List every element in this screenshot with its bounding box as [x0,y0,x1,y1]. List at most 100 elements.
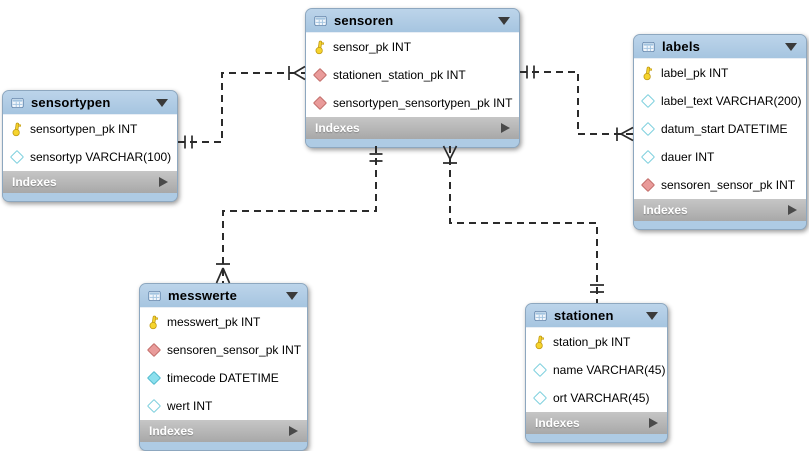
table-title: messwerte [168,288,238,303]
field-row[interactable]: sensortypen_pk INT [3,115,177,143]
field-label: wert INT [167,399,213,413]
table-icon [11,95,24,110]
field-label: datum_start DATETIME [661,122,788,136]
field-label: sensortypen_pk INT [30,122,138,136]
relationship-sensoren-labels[interactable] [520,65,634,142]
field-row[interactable]: timecode DATETIME [140,364,307,392]
expand-arrow-icon[interactable] [289,426,298,436]
table-messwerte[interactable]: messwerte messwert_pk INT sensoren_senso… [139,283,308,451]
table-icon [642,39,655,54]
field-label: label_text VARCHAR(200) [661,94,802,108]
indexes-label: Indexes [535,416,580,430]
field-label: sensor_pk INT [333,40,412,54]
indexes-label: Indexes [315,121,360,135]
indexes-label: Indexes [643,203,688,217]
foreign-key-icon [146,342,161,358]
table-stationen[interactable]: stationen station_pk INT name VARCHAR(45… [525,303,668,443]
table-title: stationen [554,308,614,323]
primary-key-icon [641,66,654,81]
field-row[interactable]: label_text VARCHAR(200) [634,87,806,115]
column-icon [640,149,655,165]
expand-arrow-icon[interactable] [788,205,797,215]
field-row[interactable]: stationen_station_pk INT [306,61,519,89]
foreign-key-icon [312,95,327,111]
table-header[interactable]: stationen [526,304,667,328]
field-label: sensortyp VARCHAR(100) [30,150,172,164]
table-bottom-strip [526,434,667,442]
field-label: ort VARCHAR(45) [553,391,650,405]
field-label: label_pk INT [661,66,729,80]
indexes-label: Indexes [149,424,194,438]
field-row[interactable]: sensoren_sensor_pk INT [140,336,307,364]
indexes-bar[interactable]: Indexes [634,199,806,221]
table-icon [534,308,547,323]
column-icon [146,398,161,414]
primary-key-icon [147,315,160,330]
field-row[interactable]: messwert_pk INT [140,308,307,336]
collapse-arrow-icon[interactable] [156,98,168,107]
table-icon [148,288,161,303]
indexes-bar[interactable]: Indexes [306,117,519,139]
expand-arrow-icon[interactable] [159,177,168,187]
table-bottom-strip [634,221,806,229]
column-icon [532,390,547,406]
field-row[interactable]: station_pk INT [526,328,667,356]
collapse-arrow-icon[interactable] [646,311,658,320]
table-labels[interactable]: labels label_pk INT label_text VARCHAR(2… [633,34,807,230]
collapse-arrow-icon[interactable] [286,291,298,300]
field-row[interactable]: label_pk INT [634,59,806,87]
primary-key-icon [533,335,546,350]
relationship-sensoren-messwerte[interactable] [215,146,383,284]
column-icon [640,93,655,109]
field-label: name VARCHAR(45) [553,363,666,377]
field-label: messwert_pk INT [167,315,261,329]
relationship-sensortypen-sensoren[interactable] [178,65,306,149]
foreign-key-icon [312,67,327,83]
table-header[interactable]: labels [634,35,806,59]
collapse-arrow-icon[interactable] [498,16,510,25]
field-label: station_pk INT [553,335,631,349]
table-sensoren[interactable]: sensoren sensor_pk INT stationen_station… [305,8,520,148]
column-icon [532,362,547,378]
indexes-bar[interactable]: Indexes [140,420,307,442]
table-title: labels [662,39,701,54]
table-icon [314,13,327,28]
column-icon [146,370,161,386]
field-label: stationen_station_pk INT [333,68,466,82]
field-row[interactable]: sensortypen_sensortypen_pk INT [306,89,519,117]
table-title: sensoren [334,13,394,28]
table-bottom-strip [306,139,519,147]
field-row[interactable]: sensortyp VARCHAR(100) [3,143,177,171]
column-icon [9,149,24,165]
table-title: sensortypen [31,95,111,110]
expand-arrow-icon[interactable] [649,418,658,428]
table-header[interactable]: sensoren [306,9,519,33]
table-sensortypen[interactable]: sensortypen sensortypen_pk INT sensortyp… [2,90,178,202]
field-row[interactable]: sensor_pk INT [306,33,519,61]
field-row[interactable]: dauer INT [634,143,806,171]
table-header[interactable]: sensortypen [3,91,177,115]
table-bottom-strip [3,193,177,201]
field-label: timecode DATETIME [167,371,279,385]
field-label: sensoren_sensor_pk INT [167,343,302,357]
field-row[interactable]: wert INT [140,392,307,420]
primary-key-icon [313,40,326,55]
column-icon [640,121,655,137]
field-label: sensortypen_sensortypen_pk INT [333,96,513,110]
field-row[interactable]: datum_start DATETIME [634,115,806,143]
relationship-stationen-sensoren[interactable] [442,145,604,303]
indexes-label: Indexes [12,175,57,189]
field-row[interactable]: name VARCHAR(45) [526,356,667,384]
collapse-arrow-icon[interactable] [785,42,797,51]
indexes-bar[interactable]: Indexes [3,171,177,193]
expand-arrow-icon[interactable] [501,123,510,133]
primary-key-icon [10,122,23,137]
field-row[interactable]: ort VARCHAR(45) [526,384,667,412]
field-row[interactable]: sensoren_sensor_pk INT [634,171,806,199]
foreign-key-icon [640,177,655,193]
table-bottom-strip [140,442,307,450]
field-label: sensoren_sensor_pk INT [661,178,796,192]
table-header[interactable]: messwerte [140,284,307,308]
indexes-bar[interactable]: Indexes [526,412,667,434]
